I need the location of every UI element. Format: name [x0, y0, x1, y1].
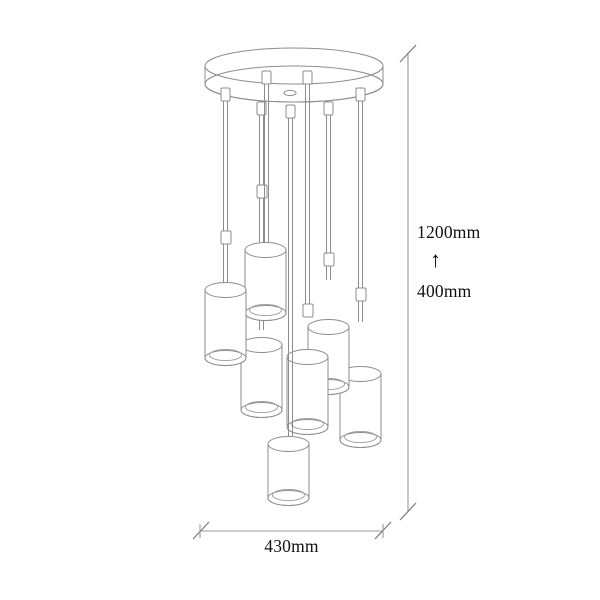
- pendant-1: [204, 101, 247, 366]
- pendant-2: [244, 84, 287, 321]
- dimension-label-height-drop: 400mm: [417, 281, 472, 301]
- shade-inner-rim: [291, 417, 324, 431]
- up-arrow-icon: ↑: [430, 247, 442, 272]
- dimension-tick-bottom: [399, 502, 417, 521]
- dimension-label-height-total: 1200mm: [417, 222, 481, 242]
- shade-bottom-rim: [339, 432, 382, 448]
- canopy-cable-outlet: [302, 70, 313, 85]
- dimension-label-width: 430mm: [264, 536, 319, 556]
- canopy-cable-outlet: [355, 87, 366, 102]
- cord-grip: [355, 287, 367, 302]
- canopy-center-hole: [283, 89, 297, 97]
- canopy-cable-outlet: [285, 104, 296, 119]
- shade-bottom-rim: [267, 490, 310, 506]
- shade-top-ellipse: [204, 282, 247, 298]
- shade-inner-rim: [209, 348, 242, 362]
- shade-body: [267, 443, 310, 506]
- shade-top-ellipse: [244, 242, 287, 258]
- cord-grip: [302, 303, 314, 318]
- shade-body: [240, 344, 283, 418]
- canopy-cable-outlet: [261, 70, 272, 85]
- ceiling-canopy: [204, 47, 384, 103]
- vertical-dimension-line: [399, 44, 417, 521]
- shade-bottom-rim: [286, 419, 329, 435]
- shade-body: [244, 249, 287, 321]
- shade-top-ellipse: [240, 337, 283, 353]
- shade-inner-rim: [344, 430, 377, 444]
- shade-top-ellipse: [307, 319, 350, 335]
- cord-grip: [256, 184, 268, 199]
- shade-bottom-rim: [240, 402, 283, 418]
- cord-grip: [323, 252, 335, 267]
- shade-inner-rim: [245, 400, 278, 414]
- cord-grip: [220, 230, 232, 245]
- canopy-cable-outlet: [256, 101, 267, 116]
- dimension-tick-top: [399, 44, 417, 63]
- cable-outlets-group: [220, 70, 366, 119]
- dimension-tick-left: [192, 521, 210, 540]
- shade-bottom-rim: [204, 350, 247, 366]
- shade-inner-rim: [272, 488, 305, 502]
- canopy-cable-outlet: [323, 101, 334, 116]
- shade-body: [286, 356, 329, 435]
- horizontal-dimension-line: [192, 521, 392, 540]
- pendant-5: [286, 84, 329, 435]
- canopy-bottom-ellipse: [204, 65, 384, 103]
- pendant-3: [240, 115, 283, 418]
- shade-inner-rim: [249, 303, 282, 317]
- shade-top-ellipse: [267, 436, 310, 452]
- pendant-4: [267, 118, 310, 506]
- shade-top-ellipse: [286, 349, 329, 365]
- pendant-7: [339, 101, 382, 448]
- shade-body: [204, 289, 247, 366]
- canopy-cable-outlet: [220, 87, 231, 102]
